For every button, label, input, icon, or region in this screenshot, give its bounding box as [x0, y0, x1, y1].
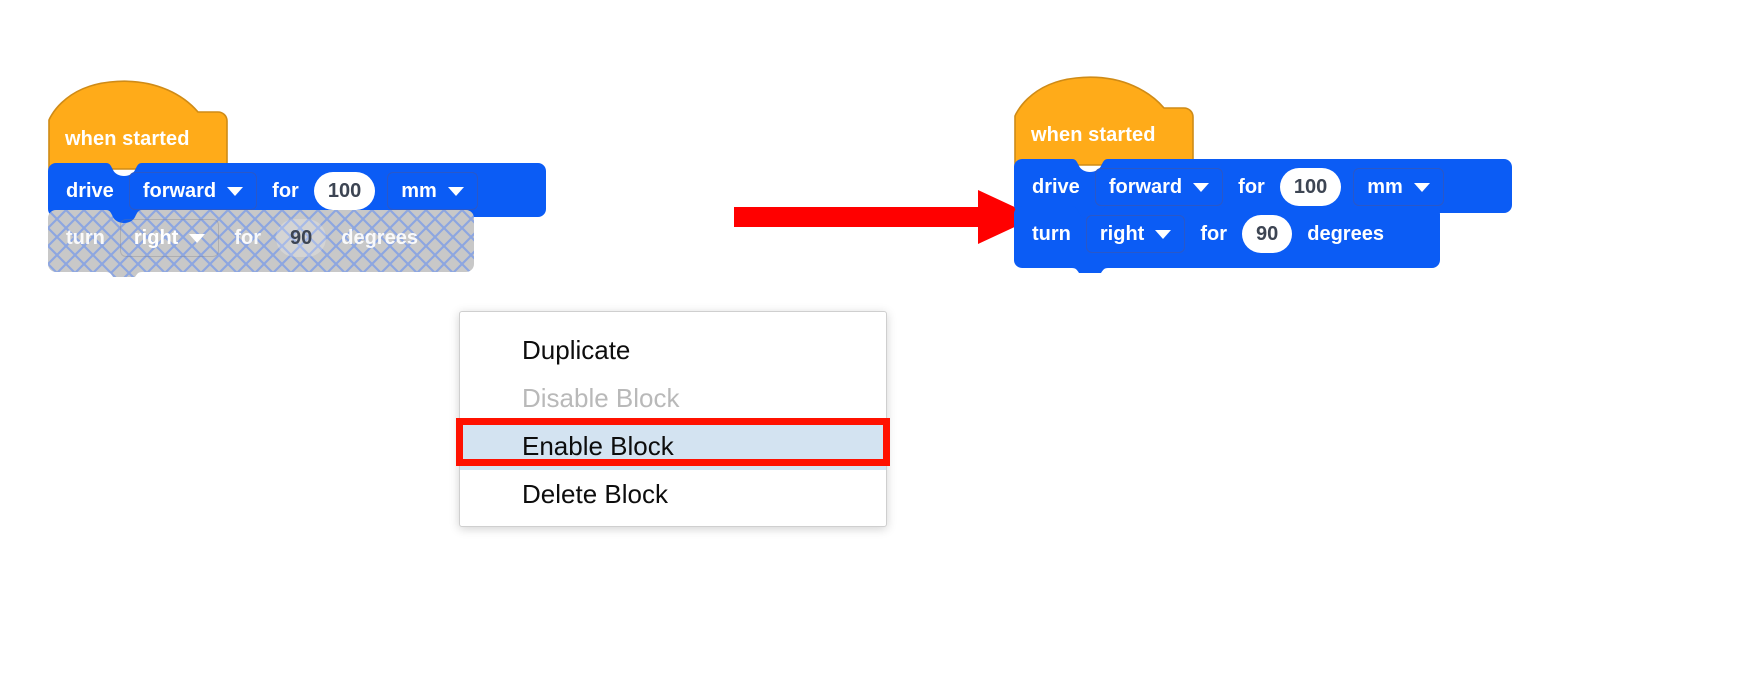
hat-block-shape: [1014, 76, 1194, 166]
turn-for-label: for: [1200, 222, 1227, 245]
transition-arrow: [730, 188, 1042, 251]
turn-angle-input[interactable]: 90: [1242, 215, 1293, 253]
drive-unit-value: mm: [1367, 175, 1403, 198]
after-turn-block-enabled[interactable]: turn right for 90 degrees: [1014, 206, 1440, 273]
turn-keyword: turn: [1032, 222, 1071, 245]
before-block-stack: when started drive forward for 100 mm: [48, 78, 546, 277]
turn-keyword: turn: [66, 226, 105, 249]
drive-unit-dropdown[interactable]: mm: [1353, 168, 1444, 206]
when-started-hat-block[interactable]: when started: [1014, 74, 1194, 166]
turn-block-disabled-shape: [48, 210, 474, 277]
turn-direction-dropdown[interactable]: right: [1085, 215, 1186, 253]
context-menu-item-delete-block[interactable]: Delete Block: [522, 479, 668, 509]
hat-block-shape: [48, 80, 228, 170]
drive-unit-value: mm: [401, 179, 437, 202]
block-context-menu[interactable]: Duplicate Disable Block Enable Block Del…: [459, 311, 887, 527]
before-drive-block[interactable]: drive forward for 100 mm: [48, 163, 546, 224]
chevron-down-icon: [227, 186, 244, 196]
chevron-down-icon: [1193, 182, 1210, 192]
drive-keyword: drive: [1032, 175, 1080, 198]
turn-direction-value: right: [133, 226, 179, 249]
turn-for-label: for: [234, 226, 261, 249]
context-menu-item-enable-block[interactable]: Enable Block: [460, 422, 886, 470]
hat-block-label: when started: [65, 128, 190, 150]
arrow-right-icon: [734, 190, 1036, 244]
hat-block-label: when started: [1031, 124, 1156, 146]
turn-unit-label: degrees: [1307, 222, 1384, 245]
before-turn-block-disabled[interactable]: turn right for 90 degrees: [48, 210, 474, 277]
turn-angle-input[interactable]: 90: [276, 219, 327, 257]
drive-direction-dropdown[interactable]: forward: [128, 172, 258, 210]
chevron-down-icon: [447, 186, 464, 196]
turn-unit-label: degrees: [341, 226, 418, 249]
drive-direction-value: forward: [142, 179, 217, 202]
drive-distance-input[interactable]: 100: [1279, 168, 1342, 206]
drive-distance-input[interactable]: 100: [313, 172, 376, 210]
turn-angle-value: 90: [290, 226, 313, 249]
context-menu-item-disable-block: Disable Block: [522, 383, 680, 413]
drive-direction-value: forward: [1108, 175, 1183, 198]
chevron-down-icon: [1155, 229, 1172, 239]
after-drive-block[interactable]: drive forward for 100 mm: [1014, 159, 1512, 220]
chevron-down-icon: [189, 233, 206, 243]
turn-direction-dropdown[interactable]: right: [119, 219, 220, 257]
drive-keyword: drive: [66, 179, 114, 202]
turn-angle-value: 90: [1256, 222, 1279, 245]
chevron-down-icon: [1413, 182, 1430, 192]
after-block-stack: when started drive forward for 100 mm: [1014, 74, 1512, 273]
drive-distance-value: 100: [327, 179, 362, 202]
drive-for-label: for: [1238, 175, 1265, 198]
turn-direction-value: right: [1099, 222, 1145, 245]
drive-distance-value: 100: [1293, 175, 1328, 198]
drive-unit-dropdown[interactable]: mm: [387, 172, 478, 210]
context-menu-item-duplicate[interactable]: Duplicate: [522, 335, 631, 365]
drive-direction-dropdown[interactable]: forward: [1094, 168, 1224, 206]
when-started-hat-block[interactable]: when started: [48, 78, 228, 170]
drive-for-label: for: [272, 179, 299, 202]
